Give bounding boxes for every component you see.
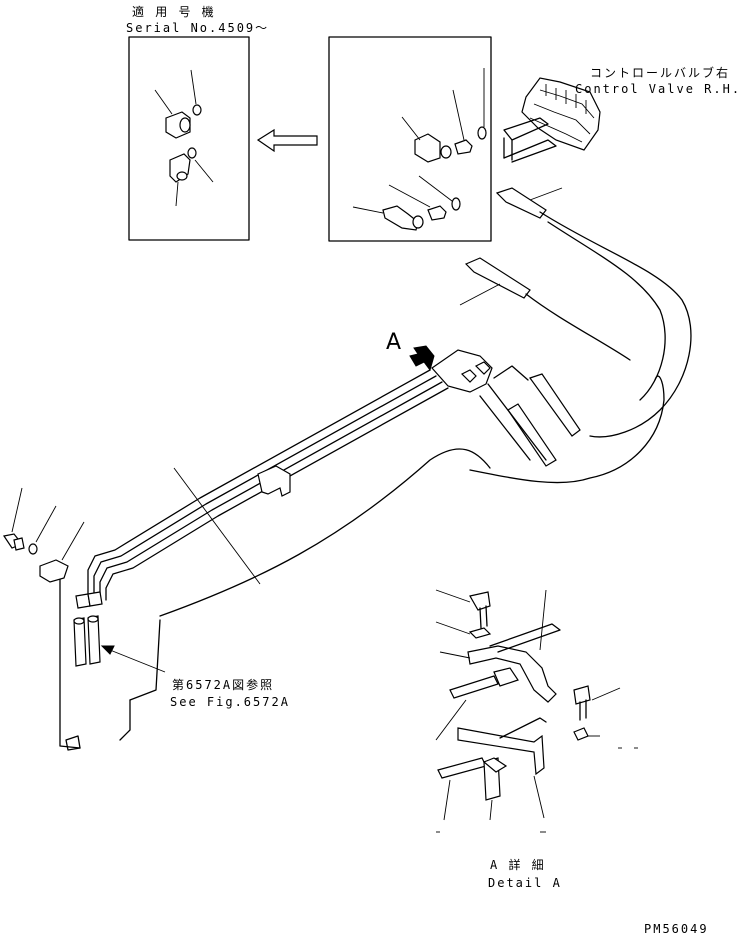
detail-a-drawing	[435, 589, 638, 833]
serial-label-en: Serial No.4509～	[126, 21, 270, 35]
see-fig-label-jp: 第6572A図参照	[172, 678, 275, 692]
control-valve-label-jp: コントロールバルブ右	[590, 66, 731, 80]
view-direction-arrow-icon	[409, 345, 435, 372]
control-valve-label-en: Control Valve R.H.	[575, 82, 742, 96]
hollow-left-arrow-icon	[256, 128, 318, 153]
drawing-number: PM56049	[644, 922, 709, 936]
detail-a-label-en: Detail A	[488, 876, 562, 890]
standard-inset	[328, 36, 492, 242]
hose-assembly	[459, 187, 692, 484]
control-valve-rh	[503, 77, 601, 163]
serial-variant-inset	[128, 36, 250, 241]
bolt-washer-bracket	[3, 487, 85, 583]
main-pipe-run	[59, 349, 493, 751]
serial-label-jp: 適 用 号 機	[132, 5, 216, 19]
view-a-label: A	[386, 330, 402, 355]
detail-a-label-jp: A 詳 細	[490, 858, 546, 872]
see-fig-label-en: See Fig.6572A	[170, 695, 290, 709]
